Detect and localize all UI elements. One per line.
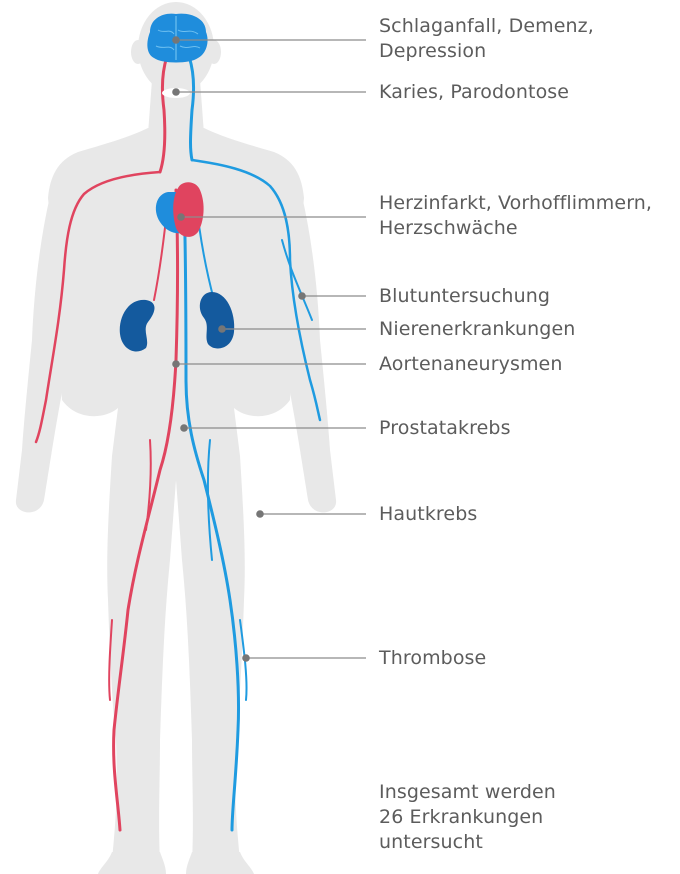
summary-text: Insgesamt werden 26 Erkrankungen untersu… xyxy=(379,780,556,855)
label-brain: Schlaganfall, Demenz, Depression xyxy=(379,14,594,64)
label-thrombosis: Thrombose xyxy=(379,646,486,671)
label-prostate: Prostatakrebs xyxy=(379,416,511,441)
body-silhouette-icon xyxy=(16,2,336,874)
label-teeth: Karies, Parodontose xyxy=(379,80,569,105)
label-aorta: Aortenaneurysmen xyxy=(379,352,563,377)
label-kidney: Nierenerkrankungen xyxy=(379,317,575,342)
label-heart: Herzinfarkt, Vorhofflimmern, Herzschwäch… xyxy=(379,191,652,241)
label-blood: Blutuntersuchung xyxy=(379,284,550,309)
label-skin: Hautkrebs xyxy=(379,502,477,527)
